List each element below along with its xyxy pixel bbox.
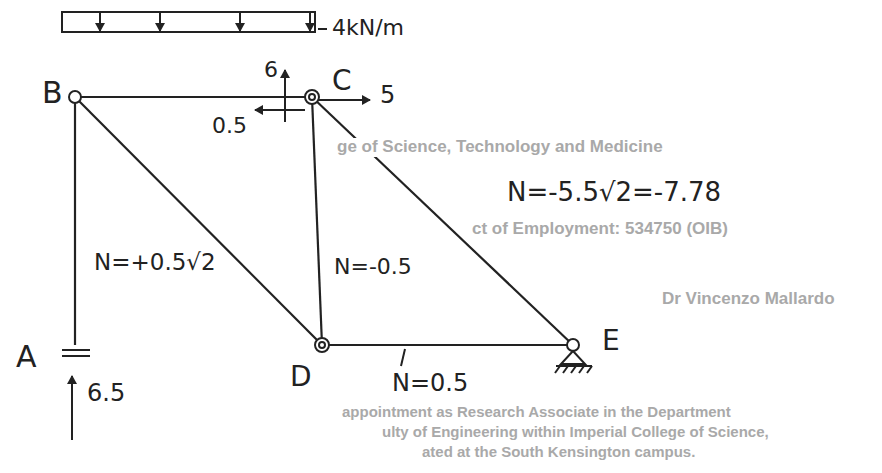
joint-label: A — [14, 340, 39, 373]
drawing-stroke — [556, 365, 592, 367]
show-through-text: appointment as Research Associate in the… — [340, 404, 733, 421]
reaction-value: 6.5 — [85, 380, 127, 406]
joint-label: E — [600, 326, 622, 357]
member-force: N=+0.5√2 — [92, 250, 218, 275]
load-label: 4kN/m — [330, 16, 406, 40]
drawing-stroke — [309, 94, 315, 100]
drawing-stroke — [159, 12, 161, 31]
drawing-stroke — [62, 12, 315, 32]
force-value: 5 — [378, 82, 397, 108]
drawing-stroke — [315, 338, 329, 352]
drawing-stroke — [567, 339, 579, 351]
drawing-stroke — [74, 97, 76, 345]
drawing-stroke — [239, 12, 241, 31]
drawing-stroke — [62, 349, 90, 351]
member-force: N=-0.5 — [332, 255, 414, 279]
drawing-stroke — [69, 91, 81, 103]
show-through-text: ct of Employment: 534750 (OIB) — [470, 220, 730, 239]
pin-support — [555, 351, 592, 373]
drawing-stroke — [62, 355, 90, 357]
member-force: N=0.5 — [390, 370, 470, 396]
drawing-stroke — [563, 366, 568, 373]
drawing-stroke — [305, 90, 319, 104]
drawing-stroke — [571, 366, 576, 373]
force-value: 0.5 — [210, 114, 249, 138]
drawing-stroke — [587, 366, 592, 373]
drawing-stroke — [71, 376, 73, 440]
drawing-stroke — [75, 97, 322, 345]
drawing-stroke — [75, 96, 312, 98]
roller-support — [62, 350, 90, 356]
drawing-stroke — [319, 342, 325, 348]
drawing-stroke — [284, 70, 286, 122]
distributed-load — [62, 12, 327, 32]
drawing-stroke — [309, 12, 311, 31]
show-through-text: ated at the South Kensington campus. — [420, 444, 697, 461]
show-through-text: ge of Science, Technology and Medicine — [335, 138, 665, 157]
joint-label: C — [330, 66, 354, 97]
drawing-stroke — [322, 344, 573, 346]
force-value: 6 — [262, 58, 280, 82]
show-through-text: Dr Vincenzo Mallardo — [660, 290, 837, 309]
drawing-stroke — [318, 99, 370, 101]
drawing-stroke — [255, 109, 305, 111]
drawing-stroke — [401, 349, 405, 366]
member-force: N=-5.5√2=-7.78 — [505, 178, 723, 207]
drawing-stroke — [318, 28, 327, 30]
drawing-stroke — [312, 97, 322, 345]
drawing-stroke — [579, 366, 584, 373]
show-through-text: ulty of Engineering within Imperial Coll… — [380, 424, 771, 441]
drawing-stroke — [99, 12, 101, 31]
drawing-stroke — [561, 351, 585, 364]
joint-label: D — [288, 362, 314, 393]
joint-label: B — [40, 76, 65, 109]
drawing-stroke — [555, 366, 560, 373]
